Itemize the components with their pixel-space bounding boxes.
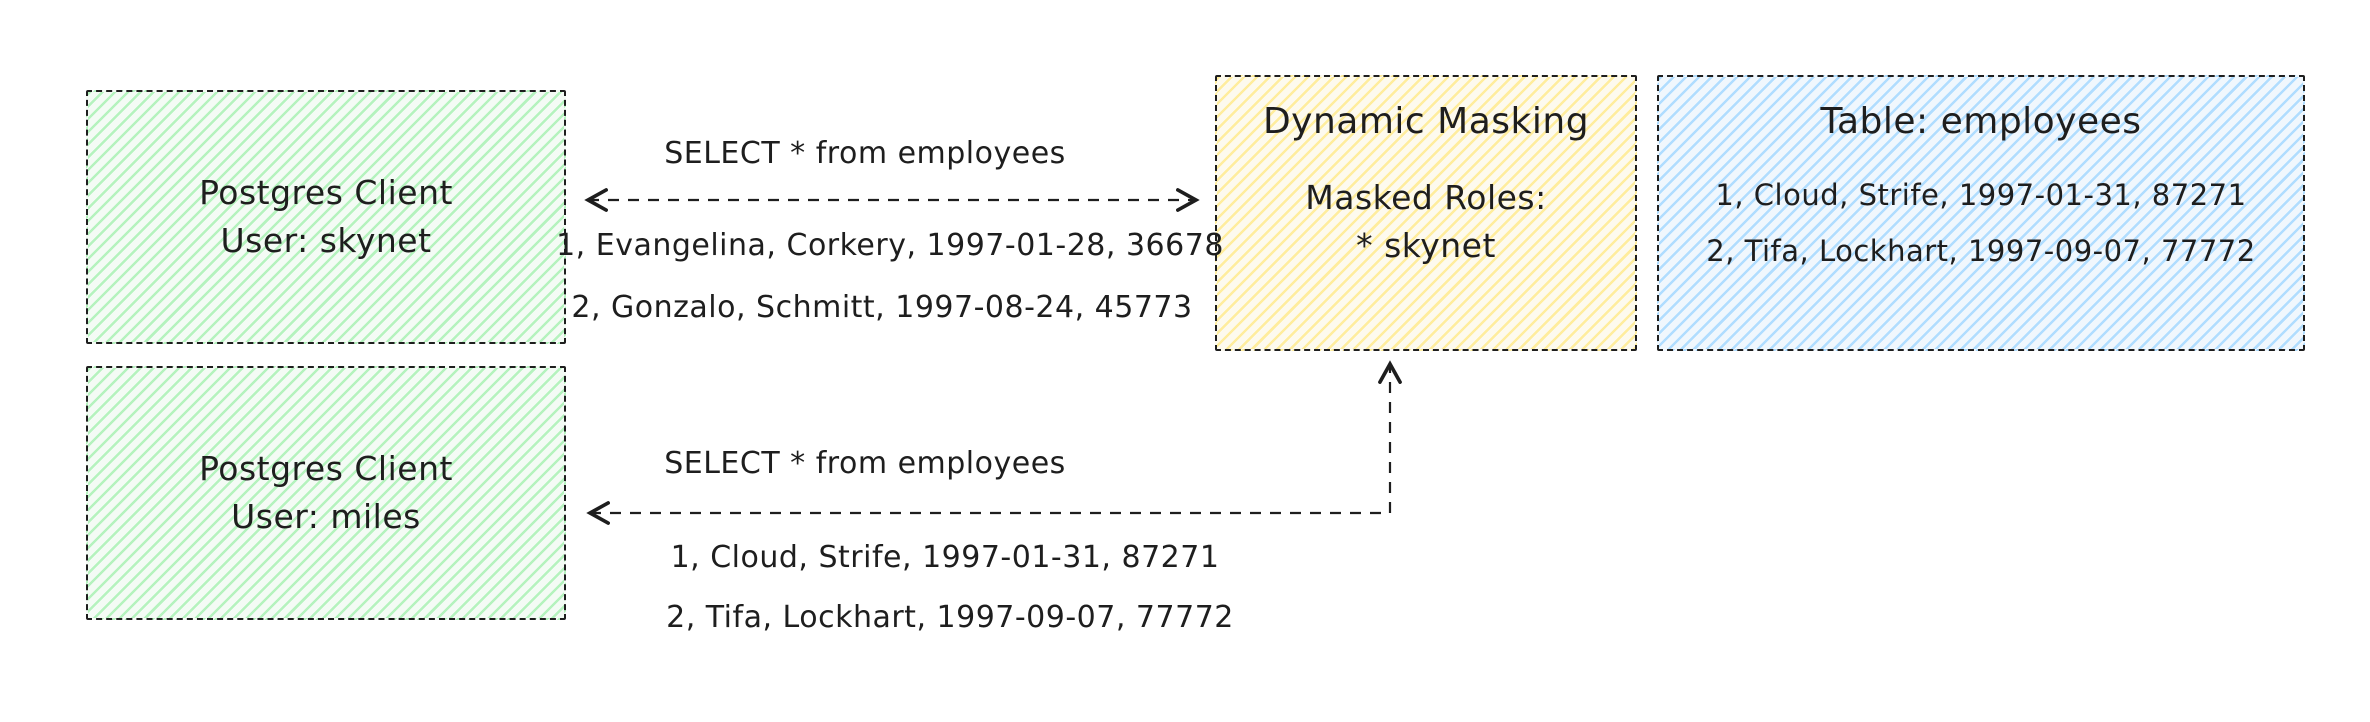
result-line-miles-2: 2, Tifa, Lockhart, 1997-09-07, 77772: [666, 600, 1234, 635]
node-postgres-client-miles: Postgres Client User: miles: [86, 366, 566, 620]
node-title: Dynamic Masking: [1262, 101, 1590, 142]
query-label-miles: SELECT * from employees: [664, 446, 1066, 481]
node-postgres-client-skynet: Postgres Client User: skynet: [86, 90, 566, 344]
table-row: 2, Tifa, Lockhart, 1997-09-07, 77772: [1706, 233, 2256, 268]
node-label: Postgres Client: [199, 173, 453, 213]
node-label: Masked Roles:: [1305, 177, 1547, 217]
result-line-miles-1: 1, Cloud, Strife, 1997-01-31, 87271: [670, 540, 1220, 575]
node-label: Postgres Client: [199, 449, 453, 489]
node-label: User: miles: [231, 497, 421, 536]
result-line-skynet-1: 1, Evangelina, Corkery, 1997-01-28, 3667…: [556, 228, 1224, 263]
table-row: 1, Cloud, Strife, 1997-01-31, 87271: [1715, 177, 2247, 212]
node-title: Table: employees: [1820, 101, 2142, 142]
result-line-skynet-2: 2, Gonzalo, Schmitt, 1997-08-24, 45773: [571, 290, 1193, 325]
node-label: User: skynet: [220, 221, 432, 260]
node-label: * skynet: [1356, 225, 1496, 265]
node-dynamic-masking: Dynamic Masking Masked Roles: * skynet: [1215, 75, 1637, 351]
node-table-employees: Table: employees 1, Cloud, Strife, 1997-…: [1657, 75, 2305, 351]
arrow-miles-masking: [586, 360, 1402, 525]
query-label-skynet: SELECT * from employees: [664, 136, 1066, 171]
